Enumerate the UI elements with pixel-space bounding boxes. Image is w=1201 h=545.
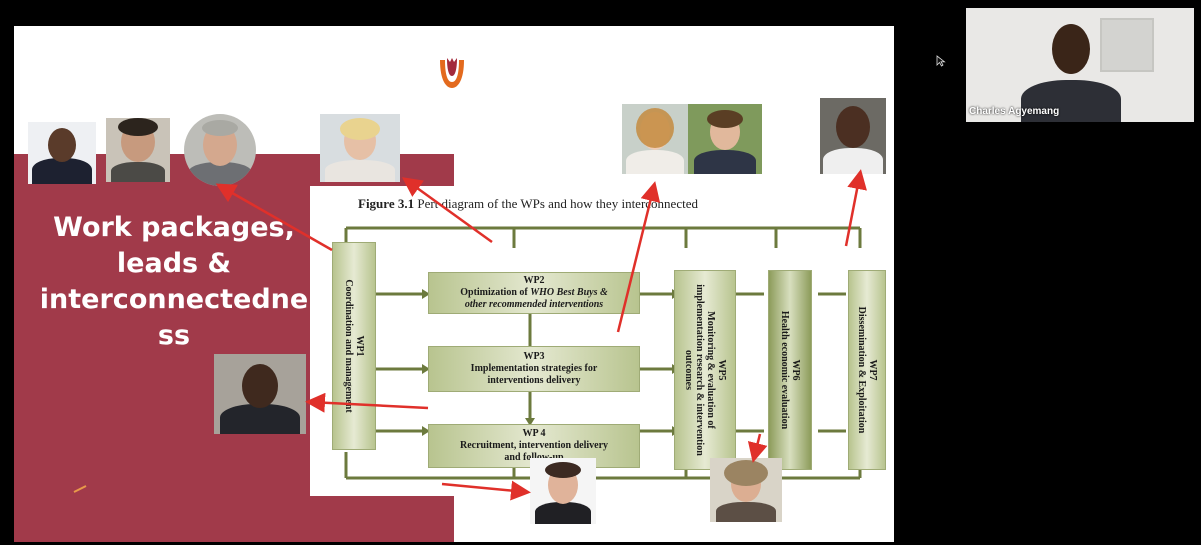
- lead-photo-8: [214, 354, 306, 434]
- wp3-box: WP3 Implementation strategies for interv…: [428, 346, 640, 392]
- lead-photo-3: [184, 114, 256, 186]
- tulip-logo-icon: [440, 58, 464, 88]
- lead-photo-2: [106, 118, 170, 182]
- lead-photo-6: [688, 104, 762, 174]
- wall-picture: [1100, 18, 1154, 72]
- wp5-box: WP5 Monitoring & evaluation of implement…: [674, 270, 736, 470]
- wp1-box: WP1 Coordination and management: [332, 242, 376, 450]
- lead-photo-4: [320, 114, 400, 182]
- annotation-arrows: [73, 169, 867, 501]
- lead-photo-9: [530, 458, 596, 524]
- wp7-box: WP7 Dissemination & Exploitation: [848, 270, 886, 470]
- lead-photo-1: [28, 122, 96, 184]
- participant-video-tile[interactable]: Charles Agyemang: [966, 8, 1194, 122]
- figure-caption: Figure 3.1 Pert diagram of the WPs and h…: [358, 196, 698, 211]
- participant-video-person: [1016, 16, 1126, 122]
- slide-title: Work packages, leads & interconnectedne …: [39, 212, 309, 351]
- mouse-pointer-icon: [936, 55, 946, 67]
- pert-diagram: Figure 3.1 Pert diagram of the WPs and h…: [310, 186, 894, 496]
- lead-photo-5: [622, 104, 688, 174]
- presentation-slide: Work packages, leads & interconnectedne …: [14, 26, 894, 542]
- wp6-box: WP6 Health economic evaluation: [768, 270, 812, 470]
- lead-photo-10: [710, 458, 782, 522]
- wp4-box: WP 4 Recruitment, intervention delivery …: [428, 424, 640, 468]
- wp2-box: WP2 Optimization of WHO Best Buys & othe…: [428, 272, 640, 314]
- participant-name: Charles Agyemang: [969, 106, 1060, 117]
